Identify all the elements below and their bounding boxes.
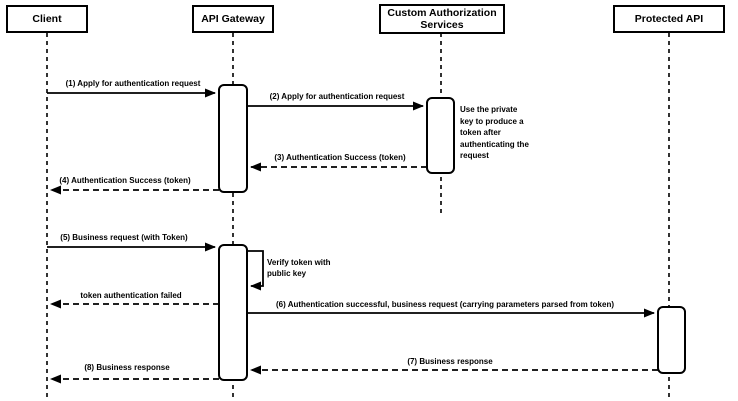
activation-api-gateway-1 (218, 84, 248, 193)
actor-custom-auth-label: Custom Authorization Services (387, 6, 497, 32)
actor-api-gateway-label: API Gateway (201, 12, 265, 25)
message-2-label: (2) Apply for authentication request (269, 92, 405, 101)
message-3-label: (3) Authentication Success (token) (274, 153, 406, 162)
actor-protected-api: Protected API (613, 5, 725, 33)
actor-protected-api-label: Protected API (634, 12, 704, 25)
message-8-label: (8) Business response (84, 363, 170, 372)
verify-token-note: Verify token with public key (267, 258, 331, 278)
actor-client-label: Client (32, 12, 62, 25)
actor-api-gateway: API Gateway (192, 5, 274, 33)
arrow-self-message-verify (247, 250, 264, 291)
private-key-note: Use the private key to produce a token a… (460, 105, 529, 160)
message-7-label: (7) Business response (407, 357, 493, 366)
actor-client: Client (6, 5, 88, 33)
message-6-label: (6) Authentication successful, business … (275, 300, 615, 309)
message-4-label: (4) Authentication Success (token) (59, 176, 191, 185)
message-1-label: (1) Apply for authentication request (65, 79, 201, 88)
message-5-label: (5) Business request (with Token) (60, 233, 188, 242)
token-failed-label: token authentication failed (80, 291, 182, 300)
activation-protected-api (657, 306, 686, 374)
activation-custom-auth (426, 97, 455, 174)
actor-custom-authorization-services: Custom Authorization Services (379, 4, 505, 34)
activation-api-gateway-2 (218, 244, 248, 381)
